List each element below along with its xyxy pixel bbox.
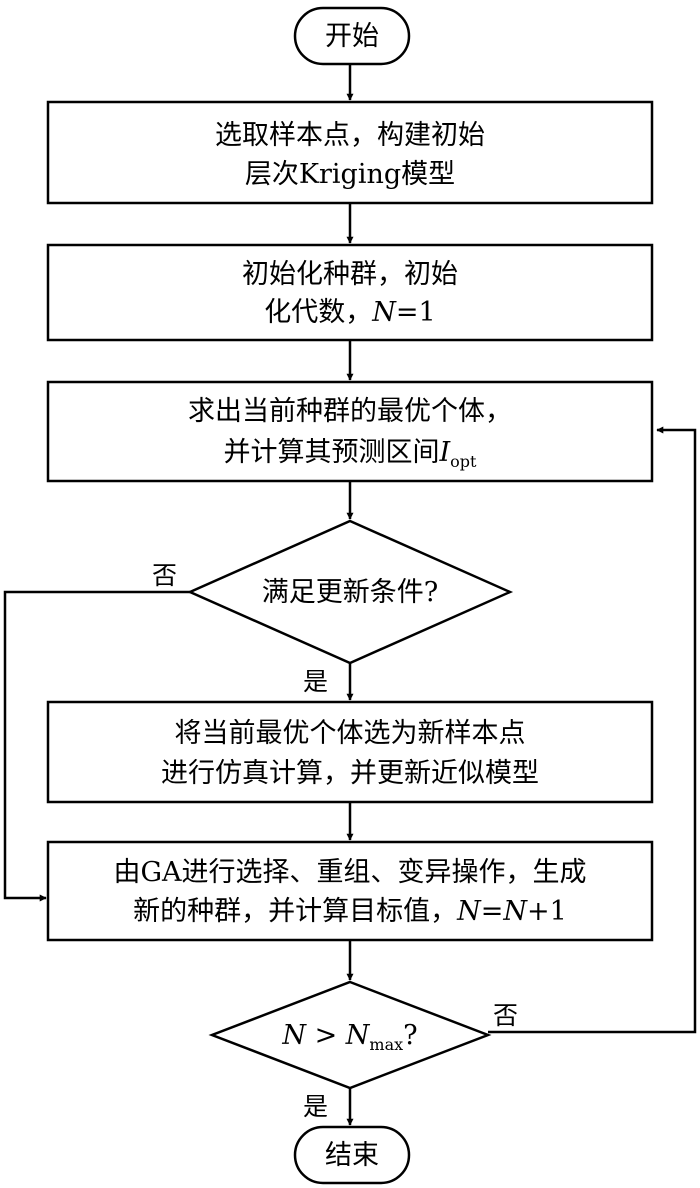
init-model-process: 选取样本点，构建初始 层次Kriging模型: [46, 100, 654, 205]
cond-max-text: N > Nmax?: [281, 1020, 417, 1054]
ga-process: 由GA进行选择、重组、变异操作，生成 新的种群，并计算目标值，N=N+1: [46, 840, 654, 942]
init-pop-line1: 初始化种群，初始: [242, 259, 458, 290]
cond-update-text: 满足更新条件?: [262, 577, 438, 608]
start-node: 开始: [293, 6, 411, 66]
init-population-process: 初始化种群，初始 化代数，N=1: [46, 243, 654, 342]
init-model-line2: 层次Kriging模型: [245, 159, 455, 190]
label-no-update: 否: [152, 561, 177, 590]
start-text: 开始: [325, 21, 379, 52]
label-no-max: 否: [493, 1001, 518, 1030]
edge-cond-max-no-loop: [488, 426, 697, 1034]
end-node: 结束: [293, 1125, 411, 1185]
ga-line2: 新的种群，并计算目标值，N=N+1: [133, 896, 567, 927]
update-model-process: 将当前最优个体选为新样本点 进行仿真计算，并更新近似模型: [46, 700, 654, 804]
update-line2: 进行仿真计算，并更新近似模型: [161, 758, 539, 789]
update-condition-decision: 满足更新条件?: [186, 519, 514, 665]
edge-cond-update-no-loop: [3, 590, 190, 902]
max-generation-decision: N > Nmax?: [208, 980, 492, 1090]
best-line1: 求出当前种群的最优个体，: [188, 396, 512, 427]
init-model-line1: 选取样本点，构建初始: [215, 120, 485, 151]
end-text: 结束: [325, 1140, 379, 1171]
label-yes-max: 是: [303, 1092, 328, 1121]
init-pop-line2: 化代数，N=1: [264, 297, 435, 328]
best-line2: 并计算其预测区间Iopt: [224, 437, 478, 471]
best-individual-process: 求出当前种群的最优个体， 并计算其预测区间Iopt: [46, 380, 654, 483]
ga-line1: 由GA进行选择、重组、变异操作，生成: [113, 857, 586, 888]
update-line1: 将当前最优个体选为新样本点: [175, 718, 526, 749]
label-yes-update: 是: [303, 667, 328, 696]
edges: [3, 64, 697, 1126]
